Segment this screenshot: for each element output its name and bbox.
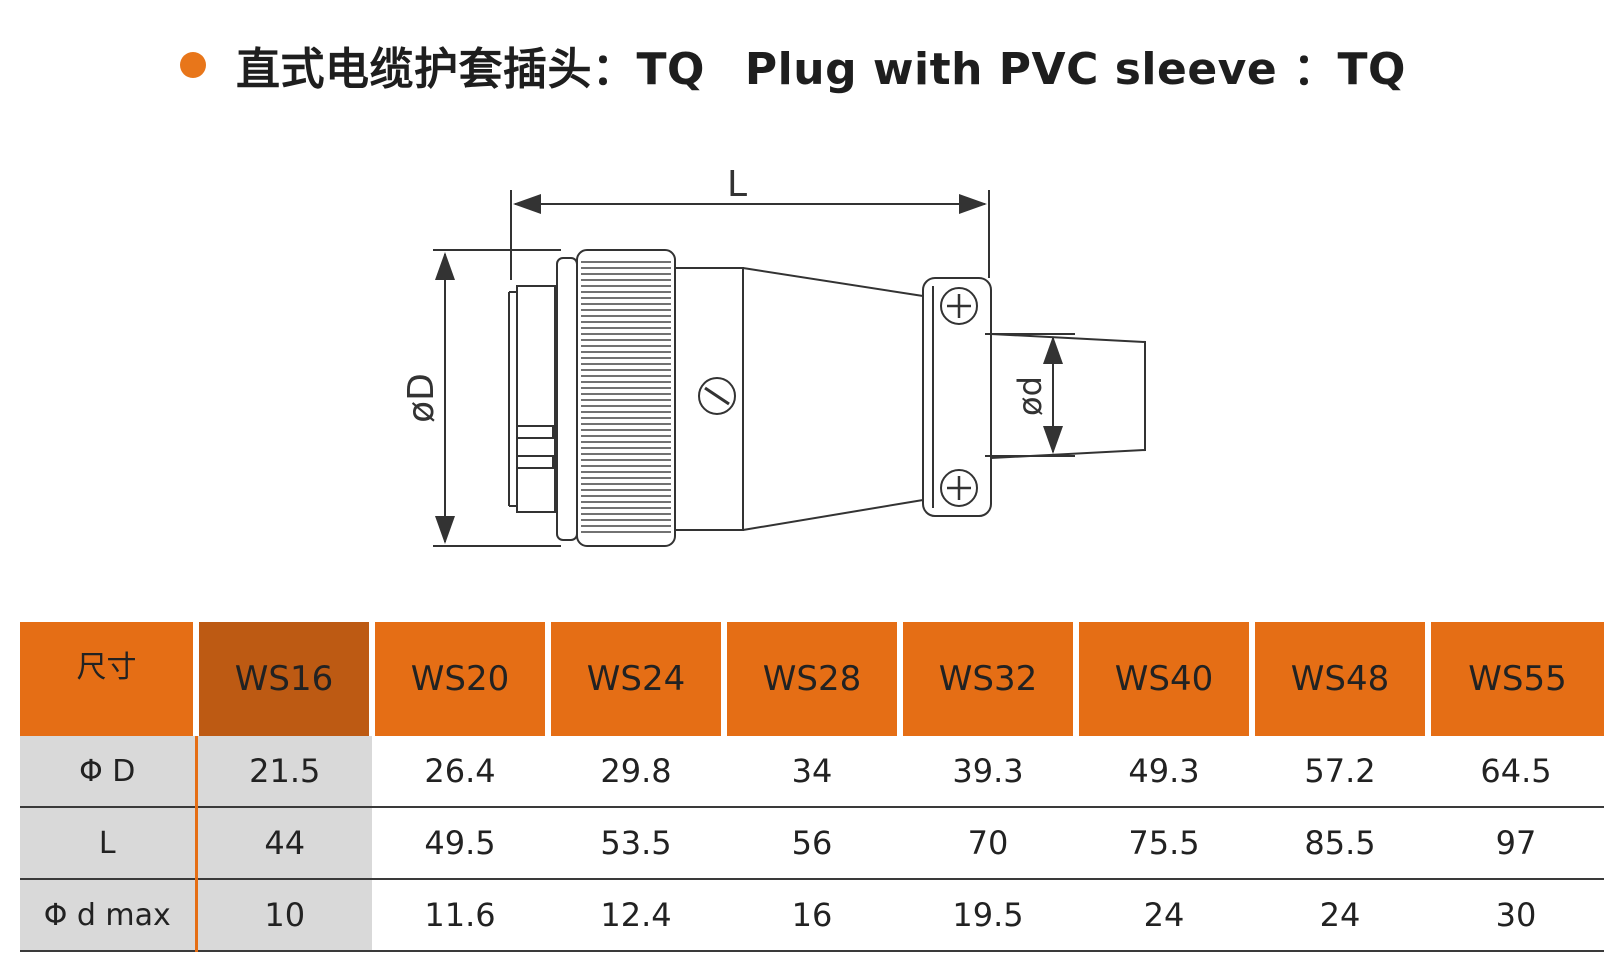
column-header-ws20: WS20 xyxy=(372,622,551,736)
column-header-ws24: WS24 xyxy=(548,622,727,736)
bullet-dot-icon xyxy=(180,52,206,78)
table-cell: 70 xyxy=(900,807,1076,880)
table-cell: 53.5 xyxy=(548,807,724,880)
outer-diameter-label: øD xyxy=(401,373,442,423)
table-cell: 30 xyxy=(1428,879,1604,952)
title-english: Plug with PVC sleeve ：TQ xyxy=(744,44,1406,95)
row-label: Φ d max xyxy=(20,879,198,952)
table-cell: 49.5 xyxy=(372,807,548,880)
table-cell: 26.4 xyxy=(372,736,548,808)
table-cell: 97 xyxy=(1428,807,1604,880)
column-header-ws55: WS55 xyxy=(1428,622,1604,736)
column-header-ws16: WS16 xyxy=(196,622,375,736)
table-cell: 75.5 xyxy=(1076,807,1252,880)
table-cell: 11.6 xyxy=(372,879,548,952)
table-cell: 85.5 xyxy=(1252,807,1428,880)
table-cell: 16 xyxy=(724,879,900,952)
table-cell: 57.2 xyxy=(1252,736,1428,808)
table-cell: 29.8 xyxy=(548,736,724,808)
table-cell: 64.5 xyxy=(1428,736,1604,808)
table-cell: 44 xyxy=(196,807,372,880)
column-header-ws40: WS40 xyxy=(1076,622,1255,736)
inner-diameter-label: ød xyxy=(1011,376,1049,416)
page-title: 直式电缆护套插头：TQ Plug with PVC sleeve ：TQ xyxy=(180,30,1406,100)
length-label: L xyxy=(727,164,747,205)
table-cell: 56 xyxy=(724,807,900,880)
row-label: Φ D xyxy=(20,736,198,808)
table-cell: 49.3 xyxy=(1076,736,1252,808)
table-cell: 12.4 xyxy=(548,879,724,952)
row-label: L xyxy=(20,807,198,880)
title-chinese: 直式电缆护套插头：TQ xyxy=(236,44,705,95)
table-cell: 39.3 xyxy=(900,736,1076,808)
column-header-ws28: WS28 xyxy=(724,622,903,736)
table-cell: 24 xyxy=(1252,879,1428,952)
table-cell: 10 xyxy=(196,879,372,952)
table-corner-label: 尺寸 xyxy=(20,622,199,736)
table-cell: 21.5 xyxy=(196,736,372,808)
table-cell: 19.5 xyxy=(900,879,1076,952)
table-cell: 24 xyxy=(1076,879,1252,952)
column-header-ws48: WS48 xyxy=(1252,622,1431,736)
table-cell: 34 xyxy=(724,736,900,808)
column-header-ws32: WS32 xyxy=(900,622,1079,736)
plug-drawing: L øD ød xyxy=(401,164,1146,547)
